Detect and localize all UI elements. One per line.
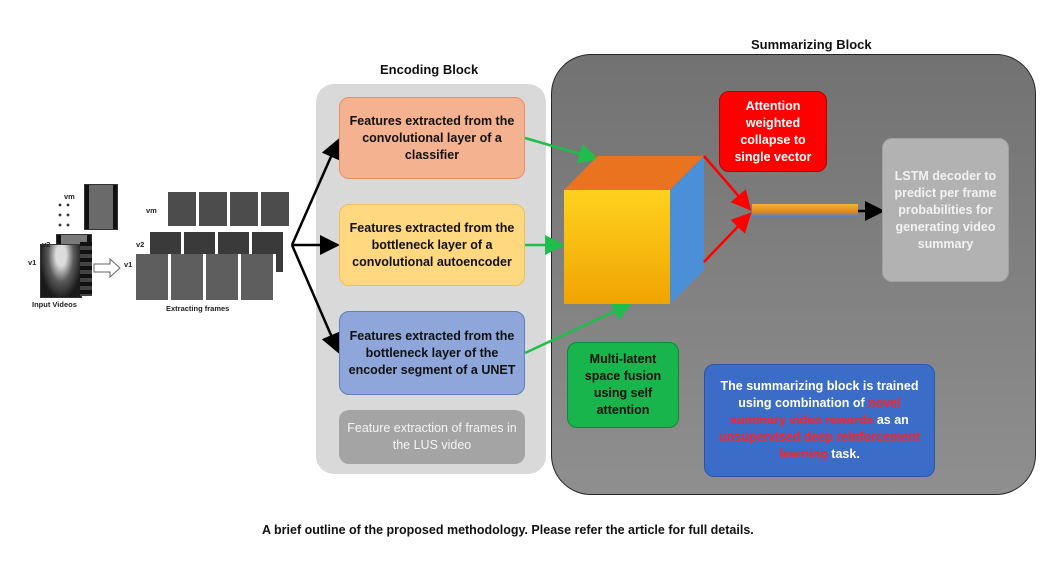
training-description-box: The summarizing block is trained using c…	[704, 364, 935, 477]
frame-label-vm: vm	[146, 206, 157, 215]
input-videos-label: Input Videos	[32, 300, 77, 309]
frame-row-vm	[168, 192, 292, 226]
training-description-text: The summarizing block is trained using c…	[711, 378, 928, 463]
encoding-block-title: Encoding Block	[380, 62, 479, 77]
feature-extraction-note: Feature extraction of frames in the LUS …	[339, 410, 525, 464]
attention-box-text: Attention weighted collapse to single ve…	[734, 98, 812, 164]
green-arrow-1	[524, 136, 599, 164]
red-arrow-bottom	[703, 212, 752, 263]
red-arrow-top	[703, 155, 752, 211]
frame-label-v2: v2	[136, 240, 145, 249]
branch-arrow-top	[290, 138, 341, 246]
attention-box: Attention weighted collapse to single ve…	[719, 91, 827, 172]
latent-cube	[564, 156, 704, 304]
multi-latent-fusion-text: Multi-latent space fusion using self att…	[584, 352, 662, 417]
video-strip-vm	[84, 184, 118, 230]
lstm-decoder-box: LSTM decoder to predict per frame probab…	[882, 138, 1009, 282]
figure-caption: A brief outline of the proposed methodol…	[262, 523, 754, 537]
feature-box-autoencoder: Features extracted from the bottleneck l…	[339, 204, 525, 286]
feature-box-classifier: Features extracted from the convolutiona…	[339, 97, 525, 179]
video-label-v1: v1	[28, 258, 37, 267]
video-label-vm: vm	[64, 192, 75, 201]
lstm-decoder-text: LSTM decoder to predict per frame probab…	[894, 168, 997, 251]
multi-latent-fusion-box: Multi-latent space fusion using self att…	[567, 342, 679, 428]
feature-box-unet-text: Features extracted from the bottleneck l…	[348, 328, 516, 377]
training-highlight-rewards: novel summary video rewards	[730, 396, 901, 427]
ellipsis-dots	[56, 200, 72, 230]
video-strip-v1b	[80, 242, 92, 296]
green-arrow-3	[524, 302, 633, 355]
feature-box-classifier-text: Features extracted from the convolutiona…	[349, 113, 515, 162]
extracted-frames-grid: vm v2 v1	[124, 190, 294, 305]
training-part1: The summarizing block is trained using c…	[720, 379, 919, 410]
input-videos-illustration: vm v2 v1	[28, 182, 120, 302]
frame-label-v1: v1	[124, 260, 133, 269]
extracting-frames-label: Extracting frames	[166, 304, 230, 313]
frame-row-v1	[136, 254, 276, 300]
training-highlight-drl: unsupervised deep reinforcement learning	[719, 430, 920, 461]
video-label-v2: v2	[42, 240, 51, 249]
training-part3: task.	[831, 447, 860, 461]
training-part2: as an	[876, 413, 909, 427]
feature-box-unet: Features extracted from the bottleneck l…	[339, 311, 525, 395]
summarizing-block-title: Summarizing Block	[751, 37, 872, 52]
collapsed-vector-bar	[752, 204, 858, 217]
branch-arrow-bottom	[290, 244, 341, 354]
feature-box-autoencoder-text: Features extracted from the bottleneck l…	[349, 220, 515, 269]
feature-extraction-note-text: Feature extraction of frames in the LUS …	[347, 421, 517, 452]
